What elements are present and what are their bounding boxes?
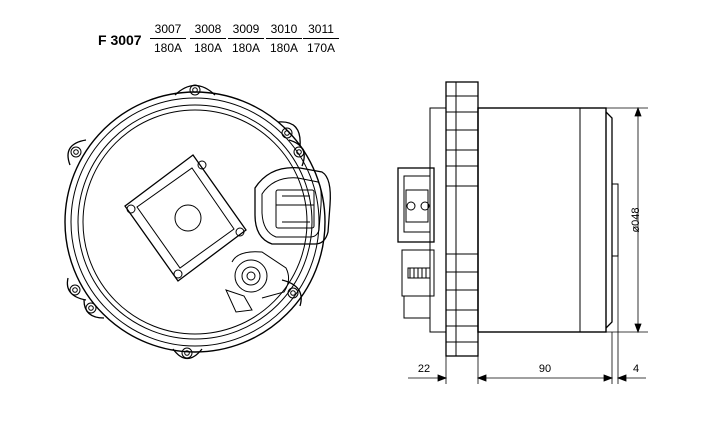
stator-body bbox=[477, 107, 607, 333]
variant-code: 3009 bbox=[228, 22, 264, 39]
front-view bbox=[64, 84, 331, 360]
mounting-lug-bottom bbox=[172, 347, 203, 360]
variant-rating: 180A bbox=[269, 41, 299, 55]
variant-3007: 3007 180A bbox=[150, 22, 186, 56]
model-title: F 3007 bbox=[98, 32, 142, 48]
body-length-label: 90 bbox=[539, 363, 551, 375]
variant-rating: 180A bbox=[193, 41, 223, 55]
rear-bearing-boss bbox=[611, 183, 619, 257]
variant-3008: 3008 180A bbox=[190, 22, 226, 56]
diameter-dimension bbox=[596, 106, 648, 334]
housing-ring-4 bbox=[82, 109, 308, 335]
variant-rating: 180A bbox=[231, 41, 261, 55]
housing-ring-3 bbox=[77, 104, 313, 340]
variant-3011: 3011 170A bbox=[303, 22, 339, 56]
variant-rating: 170A bbox=[306, 41, 336, 55]
mounting-lug-right-lower bbox=[281, 279, 302, 307]
terminal-stud bbox=[225, 251, 290, 313]
mounting-lug-top bbox=[174, 84, 216, 96]
plate-screw bbox=[173, 269, 183, 279]
variant-code: 3008 bbox=[190, 22, 226, 39]
rear-cover bbox=[605, 111, 613, 329]
mounting-lug-left-lower bbox=[66, 277, 87, 301]
connector-housing bbox=[254, 167, 331, 245]
variant-3009: 3009 180A bbox=[228, 22, 264, 56]
diameter-label: ø048 bbox=[630, 207, 642, 232]
front-length-label: 22 bbox=[418, 363, 430, 375]
rear-offset-label: 4 bbox=[633, 363, 639, 375]
variant-code: 3007 bbox=[150, 22, 186, 39]
mounting-lug-lower-left bbox=[83, 299, 105, 319]
housing-inner-ring bbox=[70, 97, 320, 347]
plate-screw bbox=[197, 160, 207, 170]
front-housing bbox=[429, 107, 447, 333]
connector-plug bbox=[397, 167, 435, 243]
shaft-center bbox=[174, 204, 202, 232]
front-flange bbox=[445, 81, 479, 357]
variant-3010: 3010 180A bbox=[266, 22, 302, 56]
plate-screw bbox=[235, 227, 245, 237]
variant-code: 3011 bbox=[303, 22, 339, 39]
length-dimensions bbox=[408, 256, 646, 384]
mounting-lug-right-upper bbox=[277, 121, 301, 147]
side-view: ø048 22 90 4 bbox=[397, 81, 648, 384]
variant-code: 3010 bbox=[266, 22, 302, 39]
plate-screw bbox=[126, 204, 136, 214]
side-terminal-block bbox=[401, 249, 435, 319]
variant-rating: 180A bbox=[153, 41, 183, 55]
rectifier-plate bbox=[124, 154, 247, 282]
mounting-lug-left-upper bbox=[67, 139, 87, 166]
mounting-lug-right-mid bbox=[288, 139, 305, 167]
